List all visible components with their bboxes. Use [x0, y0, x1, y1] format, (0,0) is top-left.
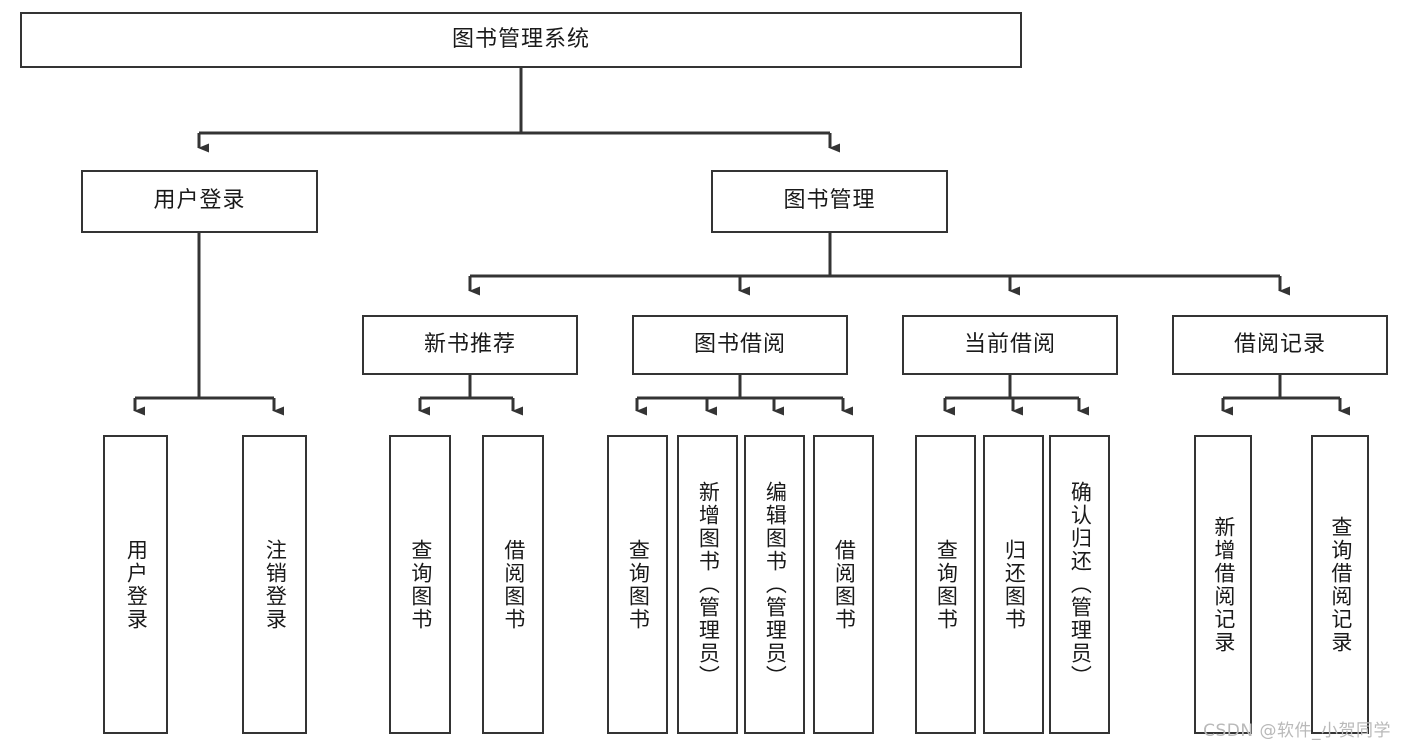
node-leaf-query-book-borrow[interactable]: 查询图书: [607, 435, 668, 734]
node-label: 归还图书: [1002, 538, 1027, 631]
node-label: 借阅图书: [501, 538, 526, 631]
node-leaf-query-borrow-record[interactable]: 查询借阅记录: [1311, 435, 1369, 734]
node-label: 查询借阅记录: [1328, 515, 1353, 654]
node-leaf-borrow-book-recommend[interactable]: 借阅图书: [482, 435, 544, 734]
node-borrow-record[interactable]: 借阅记录: [1172, 315, 1388, 375]
node-leaf-edit-book-admin[interactable]: 编辑图书（管理员）: [744, 435, 805, 734]
node-label: 查询图书: [626, 538, 651, 631]
node-label: 图书借阅: [693, 331, 786, 357]
node-leaf-add-borrow-record[interactable]: 新增借阅记录: [1194, 435, 1252, 734]
node-label: 当前借阅: [963, 331, 1056, 357]
node-leaf-confirm-return-admin[interactable]: 确认归还（管理员）: [1049, 435, 1110, 734]
node-new-book-recommend[interactable]: 新书推荐: [362, 315, 578, 375]
node-leaf-add-book-admin[interactable]: 新增图书（管理员）: [677, 435, 738, 734]
node-label: 用户登录: [153, 188, 246, 214]
node-leaf-user-login[interactable]: 用户登录: [103, 435, 168, 734]
node-label: 新增借阅记录: [1211, 515, 1236, 654]
node-label: 用户登录: [124, 538, 149, 631]
node-book-management-system[interactable]: 图书管理系统: [20, 12, 1022, 68]
node-leaf-return-book[interactable]: 归还图书: [983, 435, 1044, 734]
node-leaf-query-book-current[interactable]: 查询图书: [915, 435, 976, 734]
node-label: 编辑图书（管理员）: [763, 481, 788, 688]
node-book-manage[interactable]: 图书管理: [711, 170, 948, 233]
node-leaf-user-logout[interactable]: 注销登录: [242, 435, 307, 734]
node-label: 查询图书: [408, 538, 433, 631]
node-current-borrow[interactable]: 当前借阅: [902, 315, 1118, 375]
node-label: 借阅记录: [1233, 331, 1326, 357]
node-user-login[interactable]: 用户登录: [81, 170, 318, 233]
node-label: 图书管理: [783, 188, 876, 214]
node-label: 借阅图书: [832, 538, 857, 631]
node-label: 查询图书: [934, 538, 959, 631]
node-label: 新增图书（管理员）: [696, 481, 721, 688]
node-label: 注销登录: [263, 538, 288, 631]
node-leaf-borrow-book[interactable]: 借阅图书: [813, 435, 874, 734]
node-book-borrow[interactable]: 图书借阅: [632, 315, 848, 375]
node-leaf-query-book-recommend[interactable]: 查询图书: [389, 435, 451, 734]
node-label: 图书管理系统: [451, 26, 590, 52]
node-label: 确认归还（管理员）: [1068, 481, 1093, 688]
node-label: 新书推荐: [423, 331, 516, 357]
